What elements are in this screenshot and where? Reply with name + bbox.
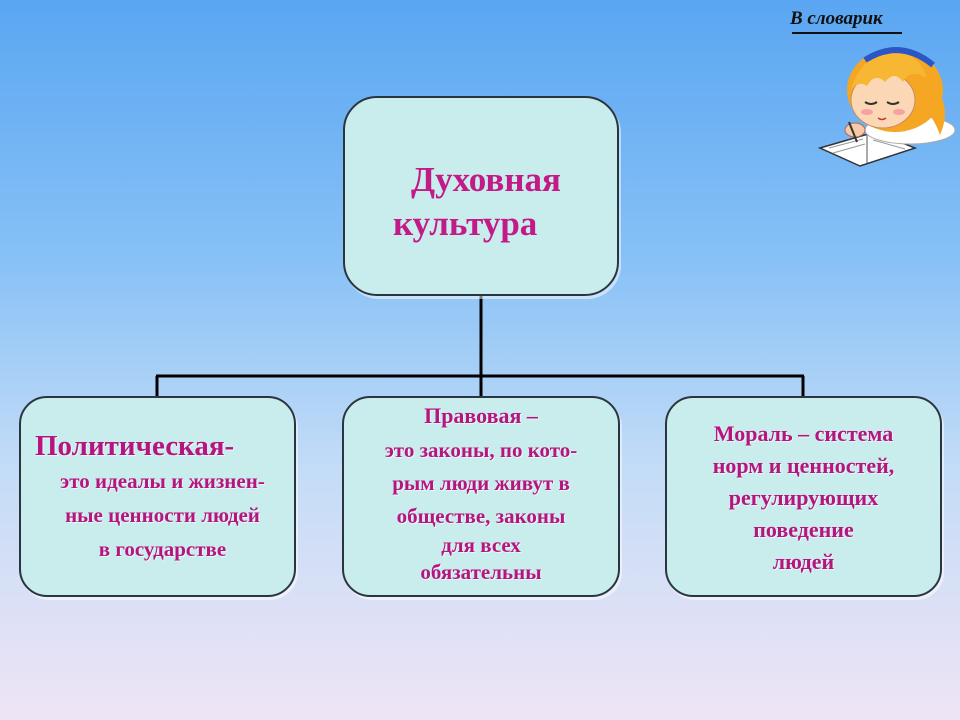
root-line: Духовная (411, 160, 561, 199)
text-line: обязательны (420, 560, 542, 584)
node-political-text: это идеалы и жизнен- ные ценности людей … (17, 464, 308, 566)
node-legal: Правовая – это законы, по кото- рым люди… (342, 396, 620, 597)
node-political-title: Политическая- (35, 430, 235, 462)
text-line: ные ценности людей (65, 503, 260, 527)
girl-writing-icon (817, 47, 956, 167)
dictionary-label: В словарик (790, 8, 883, 29)
node-political: Политическая- это идеалы и жизнен- ные ц… (19, 396, 296, 597)
node-morality-text: Мораль – система норм и ценностей, регул… (667, 418, 940, 578)
text-line: в государстве (98, 537, 227, 561)
text-line: это идеалы и жизнен- (60, 469, 265, 493)
text-line: норм и ценностей, (712, 453, 895, 478)
text-line: для всех (441, 533, 521, 557)
text-line: людей (772, 549, 835, 574)
node-legal-text: это законы, по кото- рым люди живут в об… (338, 434, 624, 587)
node-morality: Мораль – система норм и ценностей, регул… (665, 396, 942, 597)
text-line: регулирующих (728, 485, 879, 510)
text-line: Мораль – система (713, 421, 894, 446)
root-node-label: Духовная культура (365, 158, 607, 246)
text-line: поведение (753, 517, 854, 542)
node-legal-title: Правовая – (424, 403, 538, 428)
text-line: рым люди живут в (392, 471, 570, 495)
text-line: это законы, по кото- (384, 438, 578, 462)
root-node-spiritual-culture: Духовная культура (343, 96, 619, 296)
dictionary-label-underline (792, 32, 902, 34)
root-line: культура (393, 204, 538, 243)
text-line: обществе, законы (396, 504, 566, 528)
